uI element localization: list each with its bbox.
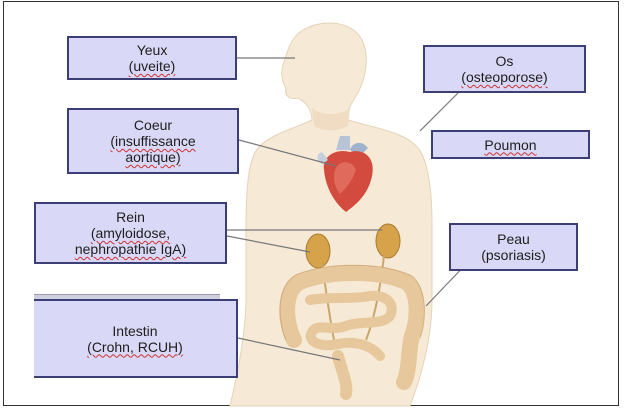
label-coeur-detail-2: aortique)	[125, 149, 180, 165]
label-rein-detail-2: nephropathie IgA)	[75, 241, 186, 257]
label-poumon: Poumon	[431, 130, 590, 159]
label-coeur-title: Coeur	[134, 117, 172, 133]
label-poumon-title: Poumon	[484, 137, 536, 153]
label-coeur-detail-1: (insuffissance	[110, 133, 195, 149]
label-os-detail: (osteoporose)	[461, 69, 547, 85]
label-rein-detail-1: (amyloidose,	[91, 225, 170, 241]
label-intestin: Intestin (Crohn, RCUH)	[34, 299, 238, 378]
label-yeux-detail: (uveite)	[129, 58, 176, 74]
label-rein: Rein (amyloidose, nephropathie IgA)	[34, 202, 227, 264]
label-peau: Peau (psoriasis)	[449, 223, 578, 271]
label-rein-title: Rein	[116, 209, 145, 225]
label-peau-detail: (psoriasis)	[481, 247, 546, 263]
label-os-title: Os	[496, 53, 514, 69]
label-intestin-detail: (Crohn, RCUH)	[87, 339, 183, 355]
label-peau-title: Peau	[497, 231, 530, 247]
label-intestin-title: Intestin	[112, 323, 157, 339]
label-yeux-title: Yeux	[137, 42, 168, 58]
label-os: Os (osteoporose)	[423, 45, 586, 93]
label-yeux: Yeux (uveite)	[67, 36, 237, 80]
label-coeur: Coeur (insuffissance aortique)	[67, 108, 239, 174]
connector-os	[420, 93, 458, 131]
